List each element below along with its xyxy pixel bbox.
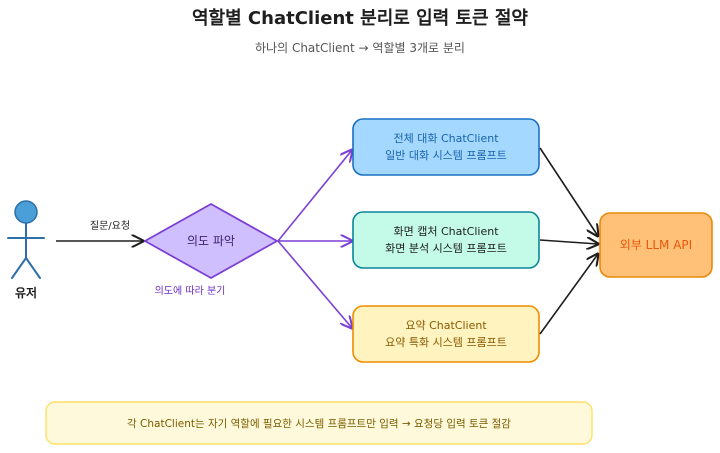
decision-node: 의도 파악 [144, 203, 278, 279]
user-actor-head [14, 200, 38, 224]
arrow-decision-to-client-3 [277, 240, 352, 328]
user-actor-body [7, 222, 45, 279]
client-box-summary: 요약 ChatClient 요약 특화 시스템 프롬프트 [352, 305, 540, 363]
user-actor-label: 유저 [15, 285, 37, 300]
client-box-general-chat-title: 전체 대화 ChatClient [393, 132, 499, 145]
client-box-general-chat-desc: 일반 대화 시스템 프롬프트 [385, 148, 507, 162]
client-box-summary-title: 요약 ChatClient [405, 318, 487, 332]
arrow-client-3-to-external [539, 254, 598, 335]
client-box-screen-capture-title: 화면 캡처 ChatClient [393, 225, 499, 238]
edge-label-request: 질문/요청 [90, 220, 130, 232]
client-box-summary-desc: 요약 특화 시스템 프롬프트 [385, 335, 507, 349]
page-title: 역할별 ChatClient 분리로 입력 토큰 절약 [192, 7, 528, 29]
user-actor: 유저 [7, 200, 45, 300]
external-llm-api-label: 외부 LLM API [620, 238, 692, 252]
decision-diamond [144, 203, 278, 279]
client-box-screen-capture: 화면 캡처 ChatClient 화면 분석 시스템 프롬프트 [352, 211, 540, 269]
client-box-general-chat: 전체 대화 ChatClient 일반 대화 시스템 프롬프트 [352, 118, 540, 176]
arrow-client-2-to-external [539, 240, 598, 244]
external-llm-api: 외부 LLM API [599, 212, 713, 278]
arrow-client-1-to-external [539, 147, 598, 236]
decision-label: 의도 파악 [187, 234, 235, 248]
footer-note: 각 ChatClient는 자기 역할에 필요한 시스템 프롬프트만 입력 → … [45, 401, 593, 445]
footer-note-text: 각 ChatClient는 자기 역할에 필요한 시스템 프롬프트만 입력 → … [127, 417, 511, 430]
client-box-screen-capture-desc: 화면 분석 시스템 프롬프트 [385, 242, 507, 255]
arrow-decision-to-client-1 [277, 150, 352, 242]
decision-caption: 의도에 따라 분기 [155, 285, 226, 297]
page-subtitle: 하나의 ChatClient → 역할별 3개로 분리 [255, 41, 465, 55]
